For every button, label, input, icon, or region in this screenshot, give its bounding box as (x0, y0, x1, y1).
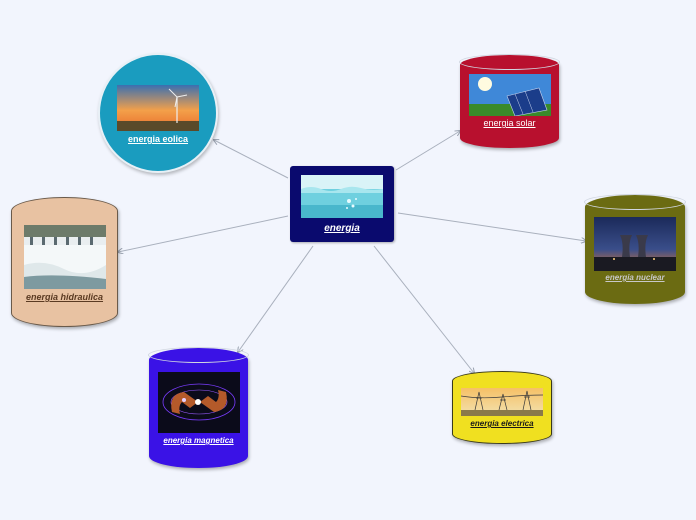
nuclear-plant-image (594, 217, 676, 271)
node-label: energia solar (483, 118, 536, 128)
wind-turbine-image (117, 85, 199, 131)
node-label: energia magnetica (163, 436, 234, 445)
node-energia-nuclear[interactable]: energia nuclear (584, 194, 686, 304)
node-label: energia nuclear (605, 273, 665, 282)
cylinder-top (459, 54, 560, 70)
power-lines-image (461, 388, 543, 416)
cylinder-top (584, 194, 686, 210)
edge-hidraulica (118, 215, 289, 252)
water-image (301, 175, 383, 218)
edge-magnetica (238, 245, 314, 352)
node-energia-eolica[interactable]: energia eolica (98, 53, 218, 173)
dam-image (24, 225, 106, 289)
magnet-image (158, 372, 240, 433)
edge-electrica (373, 245, 474, 373)
node-energia-solar[interactable]: energia solar (459, 54, 560, 148)
solar-panel-image (469, 74, 551, 116)
node-label: energia hidraulica (25, 292, 104, 302)
center-node-energia[interactable]: energia (290, 166, 394, 242)
center-label: energia (324, 223, 360, 234)
edge-solar (395, 131, 460, 171)
node-energia-magnetica[interactable]: energia magnetica (148, 347, 249, 468)
edge-eolica (214, 140, 289, 179)
node-label: energia electrica (470, 419, 534, 428)
cylinder-top (148, 347, 249, 363)
node-energia-hidraulica[interactable]: energia hidraulica (11, 197, 118, 327)
edge-nuclear (397, 212, 586, 241)
node-label: energia eolica (127, 134, 189, 144)
node-energia-electrica[interactable]: energia electrica (452, 371, 552, 444)
